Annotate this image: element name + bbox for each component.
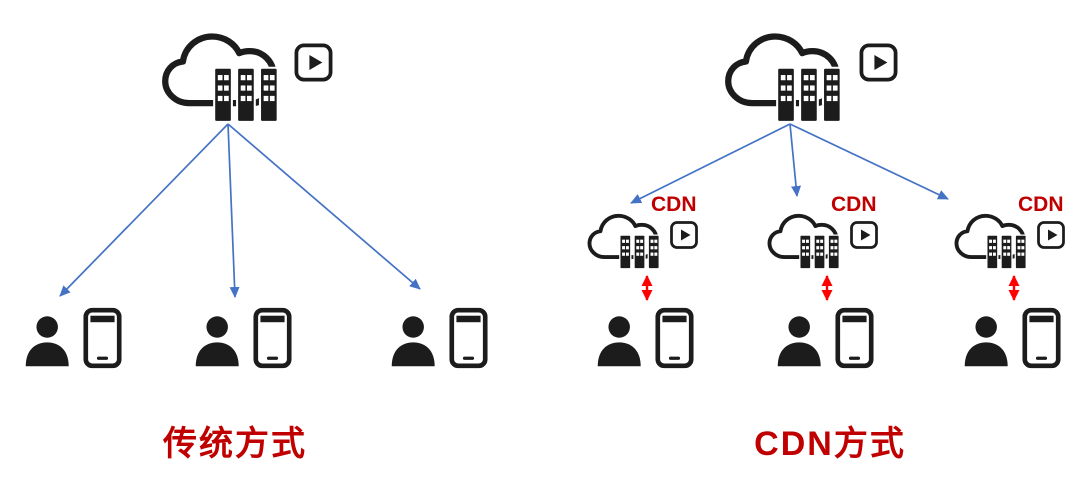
- phone-icon: [83, 306, 122, 370]
- cdn-cloud-server-icon: [952, 208, 1032, 270]
- phone-icon: [655, 306, 694, 370]
- cdn-video-play-icon: [849, 220, 879, 250]
- user-icon: [192, 312, 248, 370]
- user-icon: [388, 312, 444, 370]
- cdn-video-play-icon: [669, 220, 699, 250]
- cdn-title: CDN方式: [754, 425, 906, 463]
- video-play-icon: [858, 42, 899, 83]
- client-user-phone: [388, 306, 488, 370]
- user-icon: [774, 312, 830, 370]
- cdn-cloud-server-icon: [765, 208, 845, 270]
- phone-icon: [253, 306, 292, 370]
- user-icon: [22, 312, 78, 370]
- traditional-title: 传统方式: [163, 425, 307, 463]
- user-icon: [961, 312, 1017, 370]
- client-user-phone: [774, 306, 874, 370]
- cdn-node-label: CDN: [1018, 193, 1064, 216]
- phone-icon: [835, 306, 874, 370]
- cdn-node: CDN: [585, 194, 705, 272]
- phone-icon: [1022, 306, 1061, 370]
- cdn-node: CDN: [952, 193, 1072, 272]
- client-user-phone: [961, 306, 1061, 370]
- video-play-icon: [293, 42, 334, 83]
- origin-cloud-server-icon: [160, 24, 285, 124]
- cdn-node: CDN: [765, 194, 885, 272]
- client-user-phone: [192, 306, 292, 370]
- client-user-phone: [594, 306, 694, 370]
- origin-cloud-server-icon: [723, 24, 848, 124]
- cdn-cloud-server-icon: [585, 208, 665, 270]
- cdn-panel: CDN CDN CDN CDN方式: [500, 0, 1080, 480]
- client-user-phone: [22, 306, 122, 370]
- traditional-panel: 传统方式: [0, 0, 500, 480]
- user-icon: [594, 312, 650, 370]
- phone-icon: [449, 306, 488, 370]
- cdn-video-play-icon: [1036, 220, 1066, 250]
